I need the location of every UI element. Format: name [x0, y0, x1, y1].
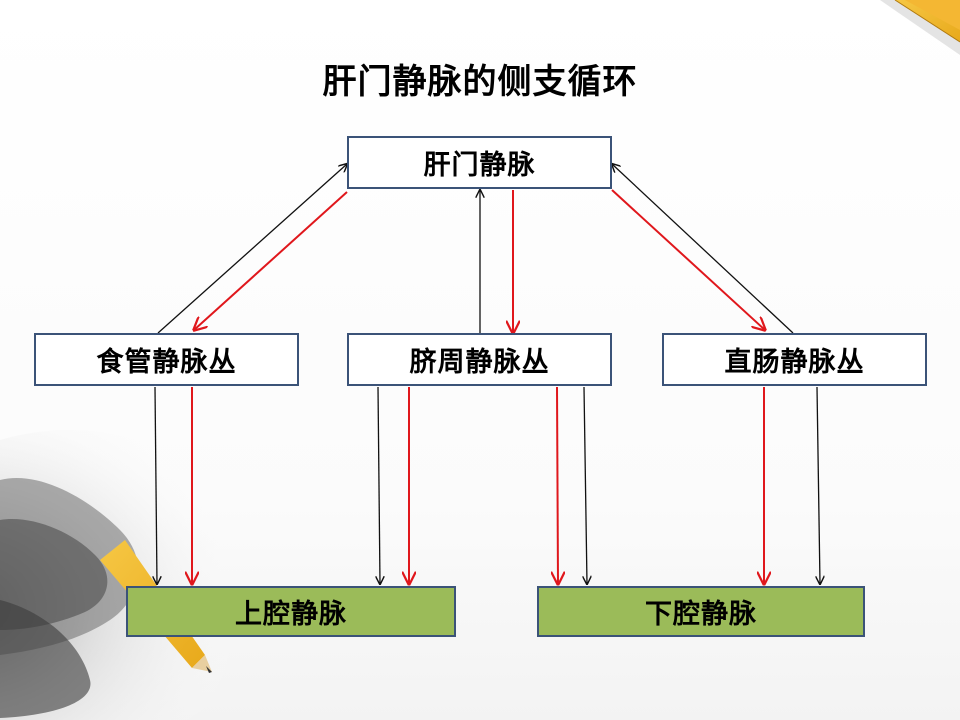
node-periumbilical-plexus-label: 脐周静脉丛 — [409, 347, 550, 378]
arrow-rectal-to-ivc-black — [817, 386, 820, 584]
node-superior-vena-cava-label: 上腔静脉 — [235, 599, 347, 630]
arrow-periumbilical-to-svc-black — [378, 386, 380, 584]
arrow-portal-to-esophageal — [194, 191, 348, 330]
arrow-periumbilical-to-ivc-black — [584, 386, 587, 584]
arrow-rectal-to-portal — [612, 164, 794, 334]
page-title: 肝门静脉的侧支循环 — [322, 62, 638, 102]
node-superior-vena-cava: 上腔静脉 — [126, 586, 456, 637]
node-portal-vein: 肝门静脉 — [347, 136, 612, 189]
arrow-esophageal-to-svc-black — [155, 386, 157, 584]
node-portal-vein-label: 肝门静脉 — [423, 150, 536, 181]
node-periumbilical-plexus: 脐周静脉丛 — [347, 333, 612, 386]
pencil-corner-graphic — [880, 0, 960, 55]
node-inferior-vena-cava: 下腔静脉 — [537, 586, 865, 637]
node-inferior-vena-cava-label: 下腔静脉 — [645, 599, 757, 630]
node-rectal-plexus-label: 直肠静脉丛 — [724, 347, 865, 378]
node-esophageal-plexus: 食管静脉丛 — [34, 333, 299, 386]
hand-with-pencil-graphic — [0, 430, 270, 720]
node-rectal-plexus: 直肠静脉丛 — [662, 333, 927, 386]
node-esophageal-plexus-label: 食管静脉丛 — [96, 347, 237, 378]
arrow-portal-to-rectal — [611, 189, 765, 330]
arrow-esophageal-to-portal — [157, 164, 347, 334]
arrow-periumbilical-to-ivc-red — [557, 386, 558, 584]
